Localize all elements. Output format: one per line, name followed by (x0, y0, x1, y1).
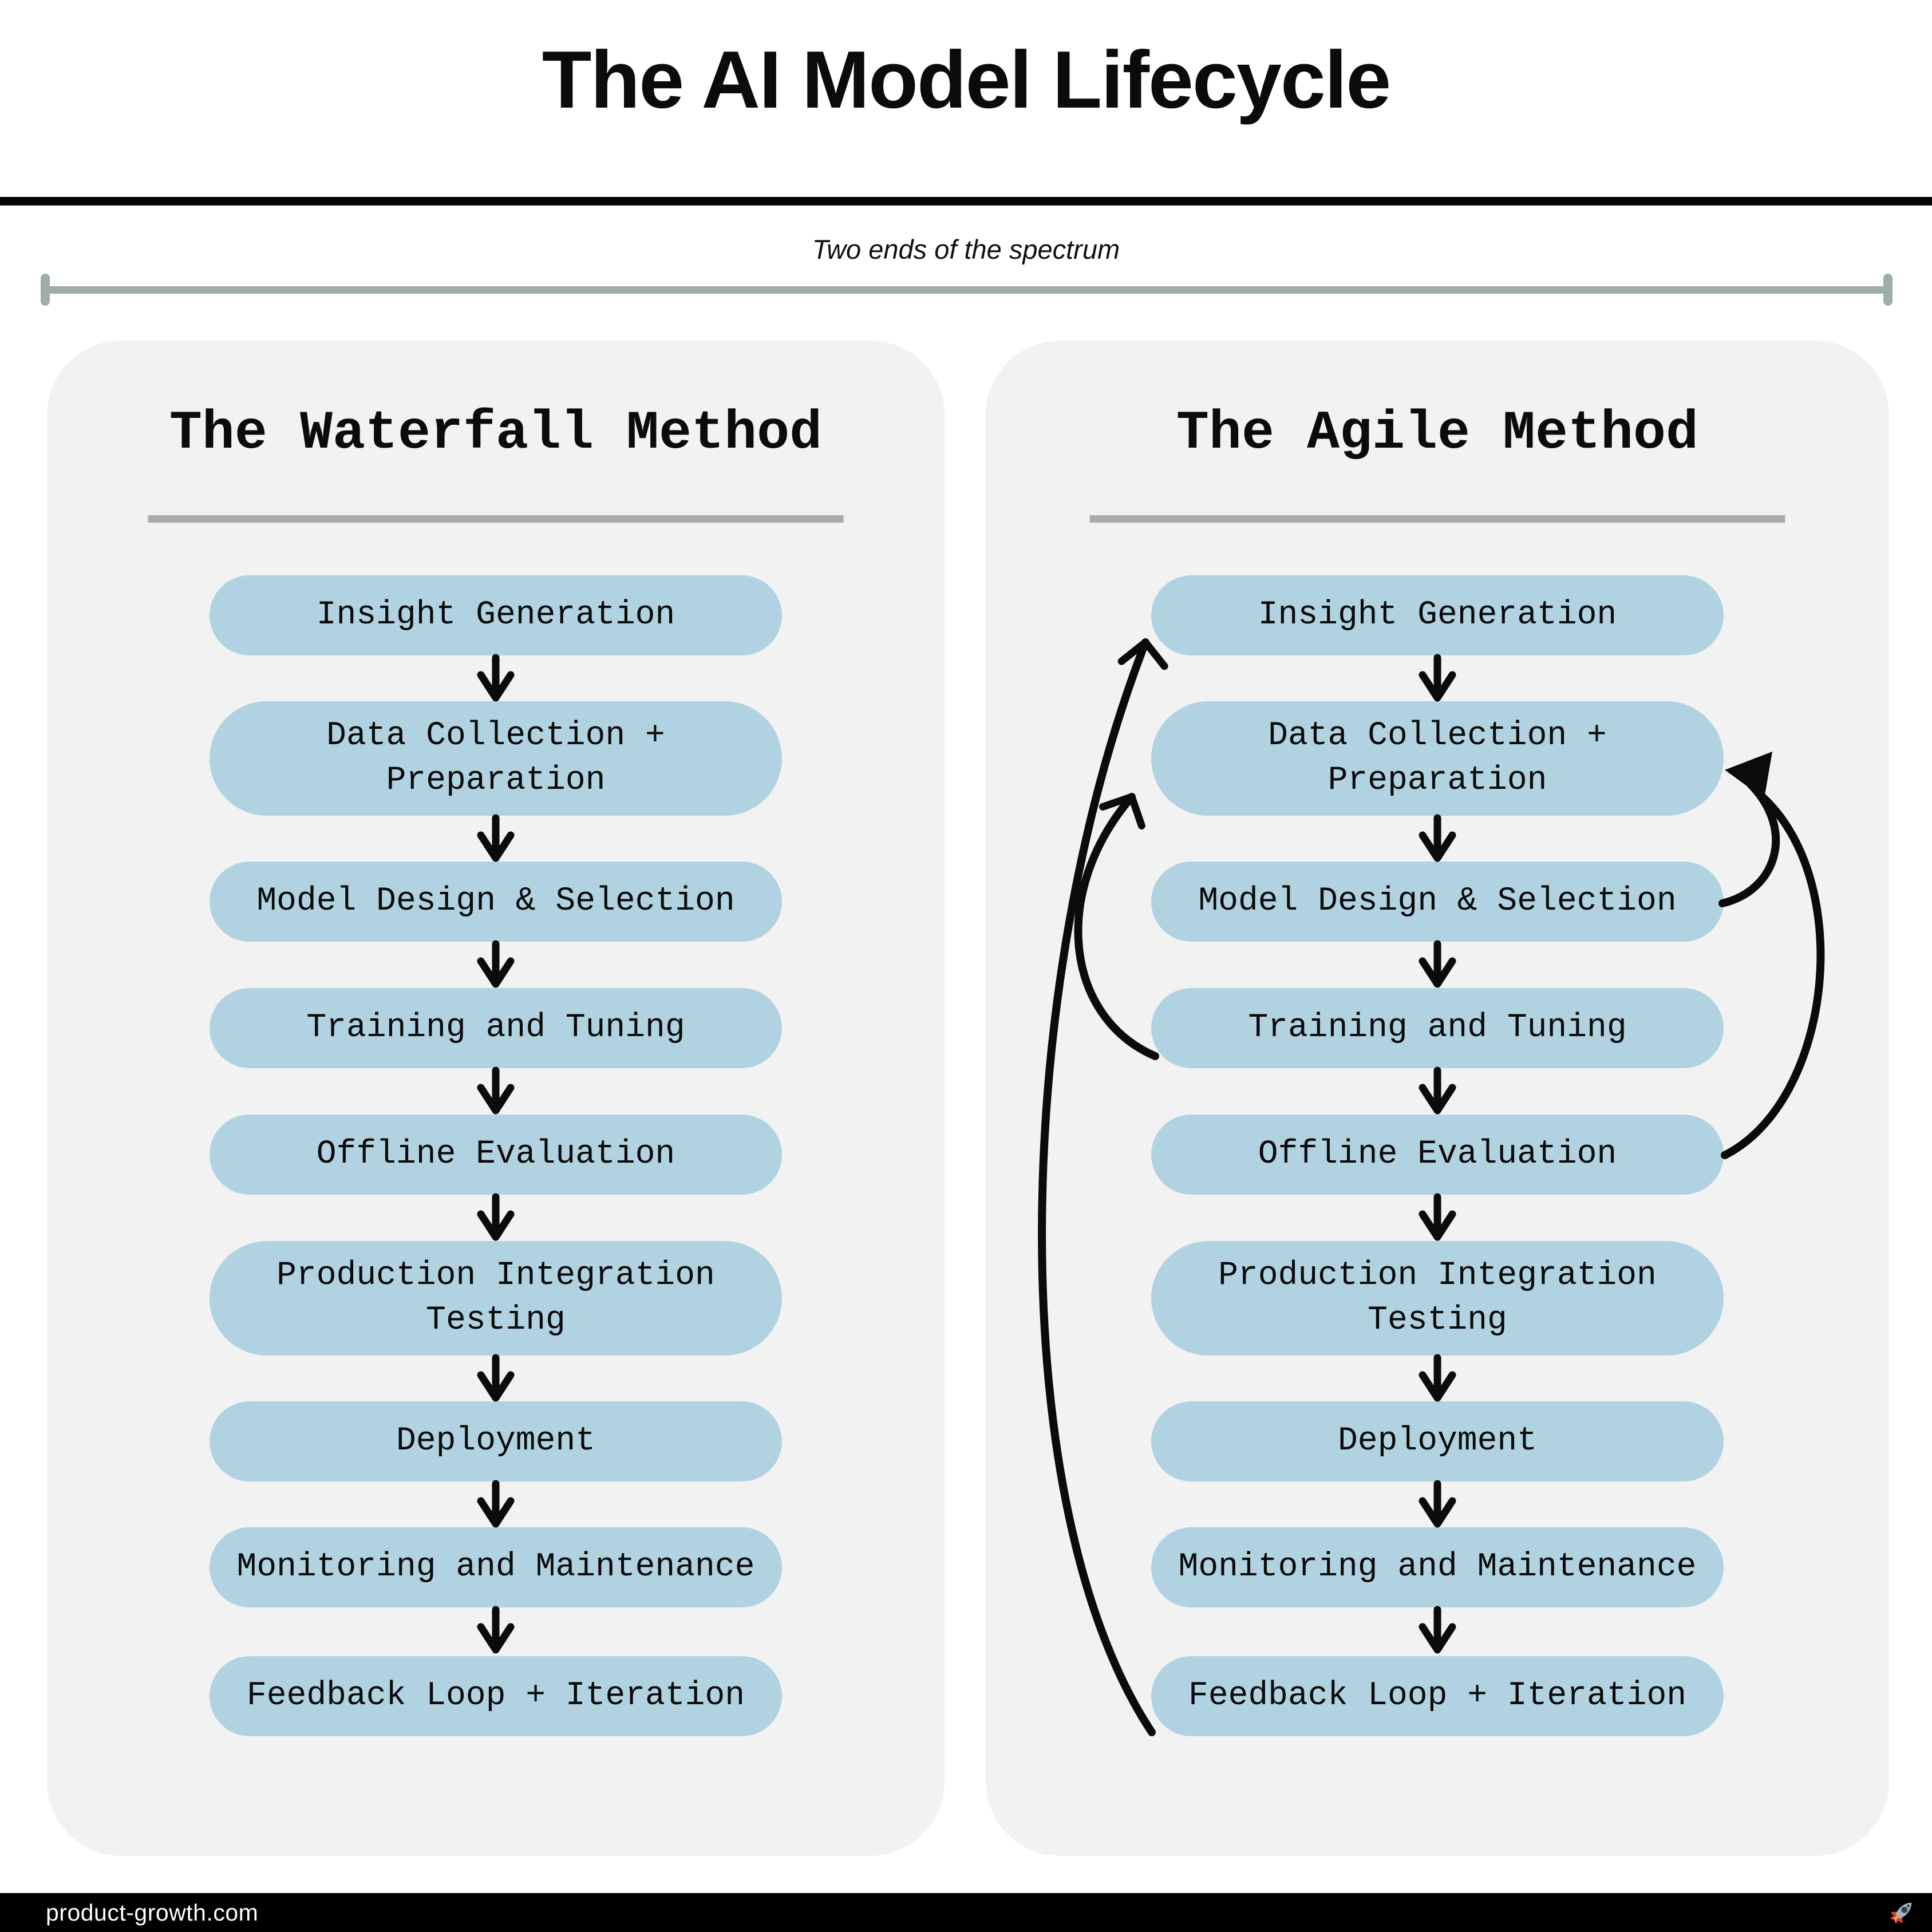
waterfall-stage-monitoring: Monitoring and Maintenance (210, 1527, 782, 1607)
agile-stage-deployment: Deployment (1151, 1401, 1724, 1481)
spectrum-bracket-line (45, 286, 1887, 294)
agile-heading-underline (1089, 515, 1785, 523)
waterfall-stage-production-integration: Production Integration Testing (210, 1241, 782, 1356)
agile-stage-data-collection: Data Collection + Preparation (1151, 701, 1724, 816)
site-url: product-growth.com (46, 1899, 259, 1926)
waterfall-heading: The Waterfall Method (169, 402, 823, 464)
agile-stage-offline-evaluation: Offline Evaluation (1151, 1115, 1724, 1195)
waterfall-stage-offline-evaluation: Offline Evaluation (210, 1115, 782, 1195)
waterfall-heading-underline (148, 515, 844, 523)
agile-stage-monitoring: Monitoring and Maintenance (1151, 1527, 1724, 1607)
waterfall-stage-deployment: Deployment (210, 1401, 782, 1481)
page-title: The AI Model Lifecycle (542, 34, 1392, 125)
title-divider (0, 197, 1932, 206)
spectrum-bracket-left-cap (41, 274, 50, 306)
waterfall-stage-feedback-loop: Feedback Loop + Iteration (210, 1656, 782, 1736)
waterfall-stage-model-design: Model Design & Selection (210, 862, 782, 942)
rocket-icon (1890, 1902, 1912, 1925)
spectrum-bracket-right-cap (1883, 274, 1893, 306)
waterfall-stage-data-collection: Data Collection + Preparation (210, 701, 782, 816)
agile-stage-feedback-loop: Feedback Loop + Iteration (1151, 1656, 1724, 1736)
agile-stage-model-design: Model Design & Selection (1151, 862, 1724, 942)
agile-heading: The Agile Method (1176, 402, 1699, 464)
spectrum-subtitle: Two ends of the spectrum (812, 234, 1120, 264)
agile-stage-insight-generation: Insight Generation (1151, 575, 1724, 655)
waterfall-stage-insight-generation: Insight Generation (210, 575, 782, 655)
footer-bar: product-growth.com (0, 1893, 1932, 1932)
agile-stage-production-integration: Production Integration Testing (1151, 1241, 1724, 1356)
agile-stage-training-tuning: Training and Tuning (1151, 988, 1724, 1068)
panel-waterfall: The Waterfall Method Insight Generation … (47, 341, 945, 1856)
waterfall-stage-training-tuning: Training and Tuning (210, 988, 782, 1068)
panel-agile: The Agile Method Insight Generation Data… (986, 341, 1889, 1856)
